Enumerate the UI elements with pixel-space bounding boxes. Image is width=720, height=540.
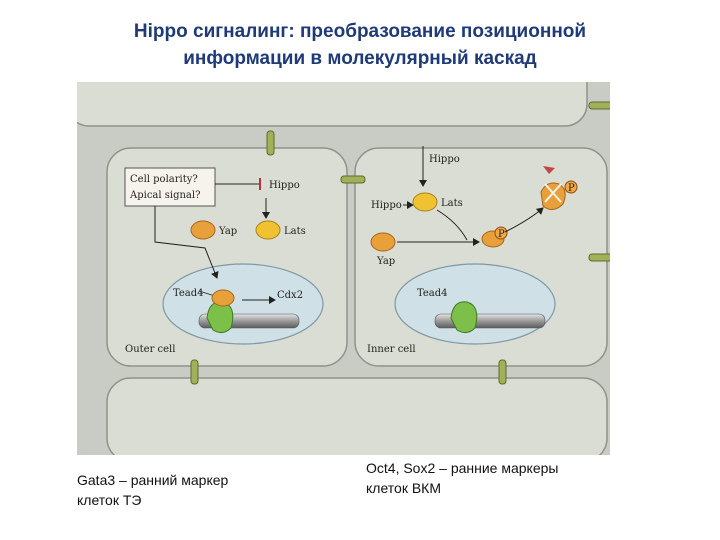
- caption-right-line-2: клеток ВКМ: [366, 480, 441, 496]
- inner-hippo-side-label: Hippo: [371, 200, 402, 211]
- outer-lats-label: Lats: [284, 226, 306, 237]
- degraded-phospho-label: P: [568, 183, 575, 194]
- inner-lats-protein: [412, 192, 438, 212]
- outer-yap-protein: [190, 220, 216, 240]
- phospho-mark: [494, 226, 508, 240]
- title-line-1: Hippo сигналинг: преобразование позицион…: [133, 21, 587, 42]
- junction-markers: [190, 101, 610, 385]
- caption-left: Gata3 – ранний маркер клеток ТЭ: [77, 470, 317, 510]
- outer-yap-label: Yap: [218, 226, 237, 237]
- cdx2-label: Cdx2: [277, 290, 303, 301]
- inner-lats-label: Lats: [441, 198, 463, 209]
- caption-left-line-2: клеток ТЭ: [77, 492, 142, 508]
- inner-yap-protein: [370, 232, 396, 252]
- outer-hippo-label: Hippo: [269, 180, 300, 191]
- degraded-yap-protein: P: [540, 166, 578, 210]
- inner-tead4-protein: [450, 301, 478, 334]
- inner-tead4-label: Tead4: [417, 288, 448, 299]
- outer-cell-label: Outer cell: [125, 344, 175, 355]
- caption-left-line-1: Gata3 – ранний маркер: [77, 472, 229, 488]
- inner-cell-label: Inner cell: [367, 344, 416, 355]
- outer-tead4-protein: [206, 301, 234, 334]
- box-line-2: Apical signal?: [129, 190, 200, 201]
- slide-title: Hippo сигналинг: преобразование позицион…: [60, 18, 660, 72]
- outer-nucleus: [162, 263, 324, 345]
- outer-tead4-label: Tead4: [173, 288, 204, 299]
- outer-yap-bound: [211, 289, 235, 307]
- box-line-1: Cell polarity?: [130, 174, 198, 185]
- outer-lats-protein: [255, 220, 281, 240]
- cell-polarity-box: [124, 167, 216, 207]
- upper-cell-row: [77, 82, 588, 127]
- inner-yap-label: Yap: [376, 256, 395, 267]
- caption-right-line-1: Oct4, Sox2 – ранние маркеры: [366, 460, 559, 476]
- hippo-pathway-figure: Cell polarity? Apical signal? Hippo Yap …: [77, 82, 610, 455]
- inner-nucleus: [394, 263, 556, 345]
- figure-drawing: Cell polarity? Apical signal? Hippo Yap …: [77, 82, 610, 455]
- phospho-label: P: [498, 229, 505, 240]
- caption-right: Oct4, Sox2 – ранние маркеры клеток ВКМ: [366, 458, 626, 498]
- title-line-2: информации в молекулярный каскад: [183, 48, 537, 69]
- inner-hippo-top-label: Hippo: [429, 154, 460, 165]
- lower-cell-row: [106, 377, 608, 455]
